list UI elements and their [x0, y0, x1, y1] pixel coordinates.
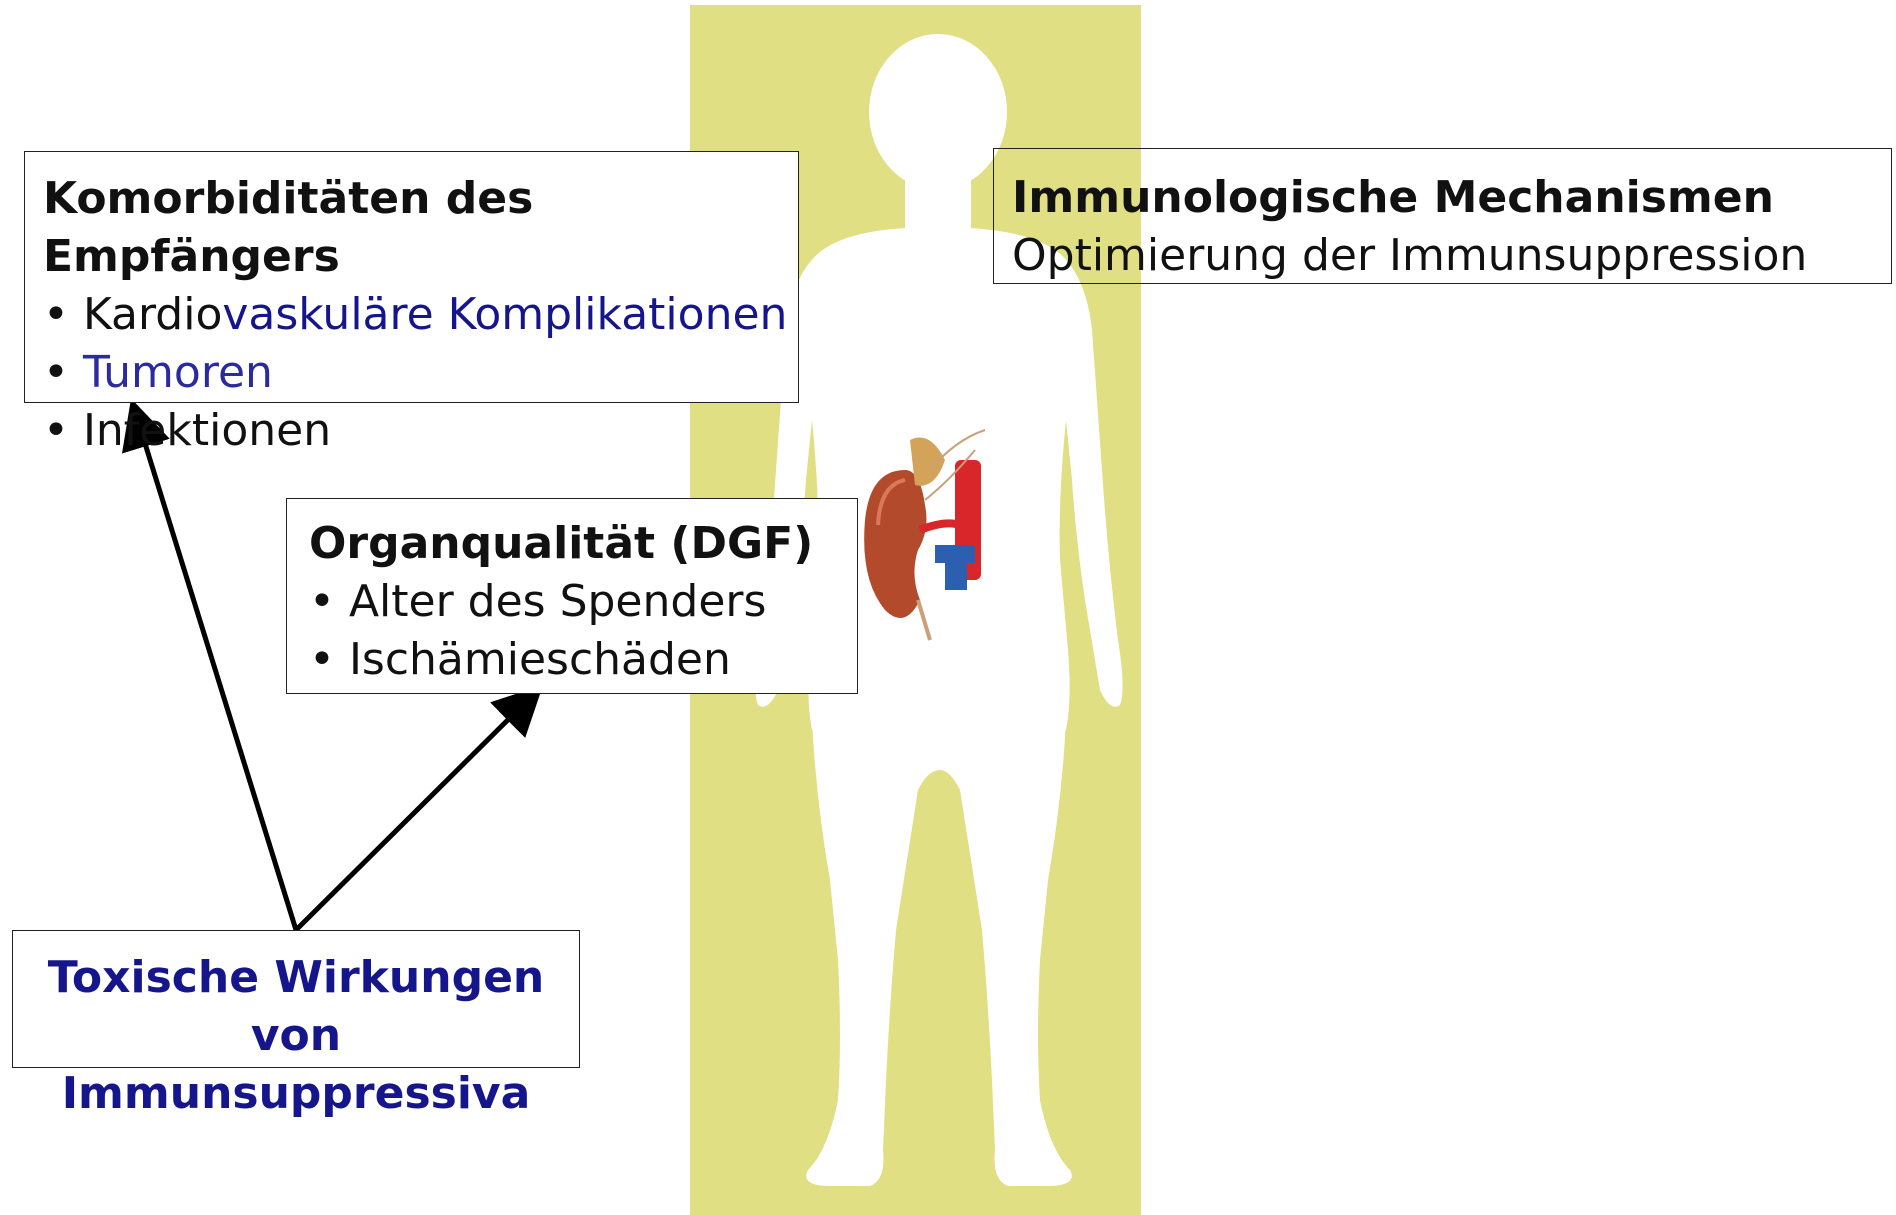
immunologische-title: Immunologische Mechanismen [1012, 169, 1891, 227]
bullet-prefix: • Kardio [43, 289, 222, 340]
toxische-line-1: Toxische Wirkungen [13, 949, 579, 1007]
list-item: • Ischämieschäden [309, 631, 857, 689]
toxische-wirkungen-box: Toxische Wirkungen von Immunsuppressiva [12, 930, 580, 1068]
arrow-to-organ [296, 692, 536, 930]
bullet-prefix: • [43, 347, 83, 398]
arrow-to-komorbid [134, 408, 296, 930]
organqualitaet-box: Organqualität (DGF) • Alter des Spenders… [286, 498, 858, 694]
bullet-highlight: Tumoren [83, 347, 273, 398]
toxische-line-2: von Immunsuppressiva [13, 1007, 579, 1123]
list-item: • Tumoren [43, 344, 798, 402]
komorbiditaeten-box: Komorbiditäten des Empfängers • Kardiova… [24, 151, 799, 403]
list-item: • Kardiovaskuläre Komplikationen [43, 286, 798, 344]
komorbiditaeten-title: Komorbiditäten des Empfängers [43, 170, 798, 286]
bullet-highlight: vaskuläre Komplikationen [222, 289, 787, 340]
list-item: • Alter des Spenders [309, 573, 857, 631]
list-item: • Infektionen [43, 402, 798, 460]
immunologische-box: Immunologische Mechanismen Optimierung d… [993, 148, 1892, 284]
organqualitaet-title: Organqualität (DGF) [309, 515, 857, 573]
immunologische-line: Optimierung der Immunsuppression [1012, 227, 1891, 285]
